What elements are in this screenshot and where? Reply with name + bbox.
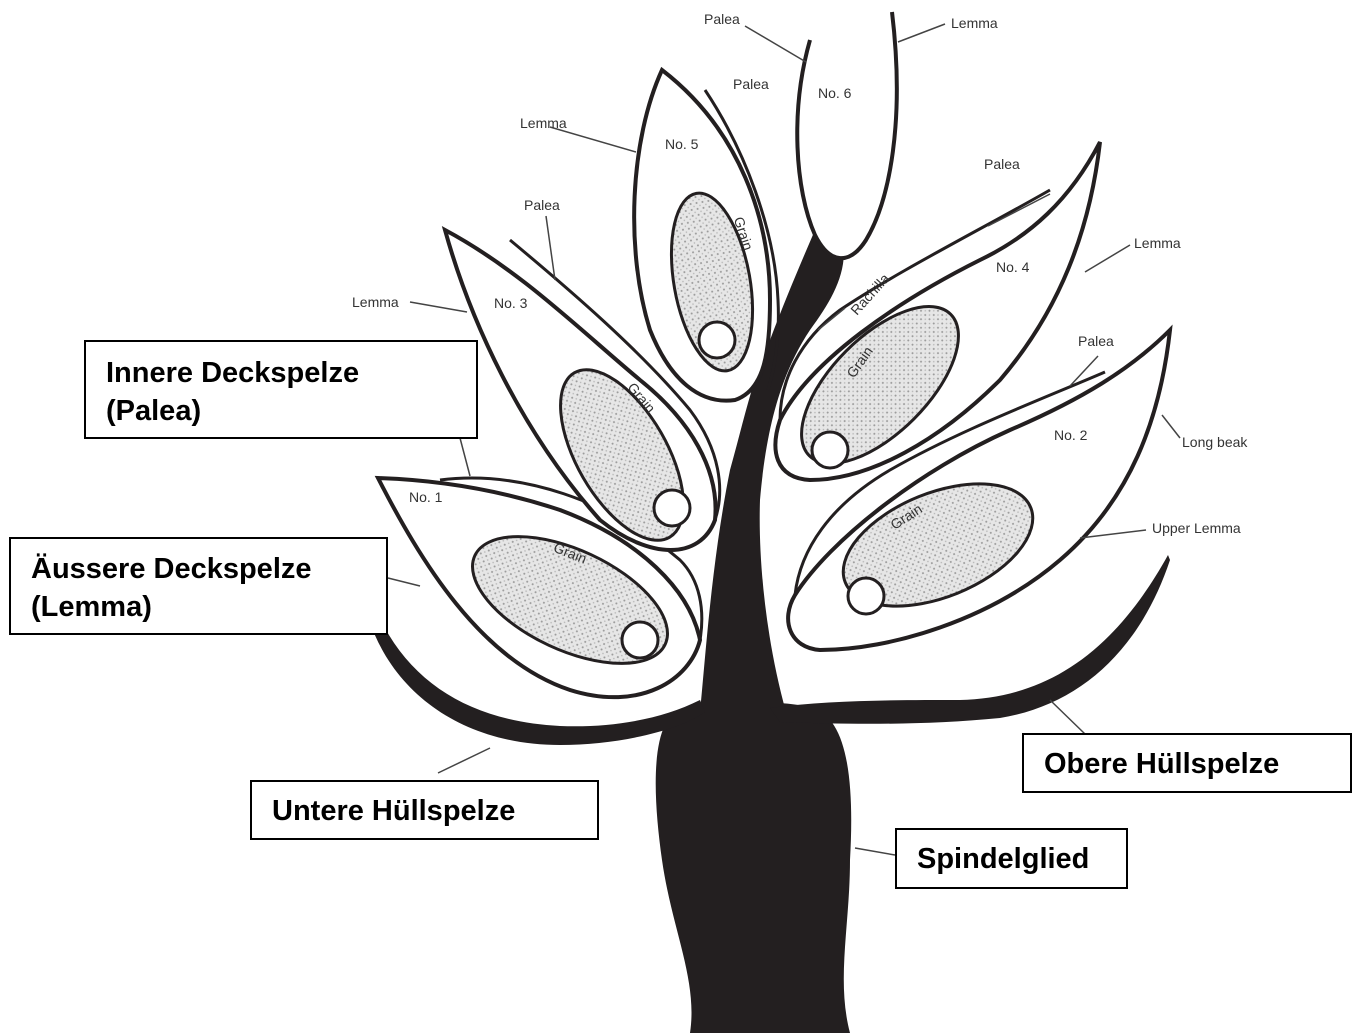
label-box-aeussere-deckspelze: Äussere Deckspelze (Lemma) bbox=[9, 537, 388, 635]
grain-3 bbox=[559, 368, 692, 542]
label-box-untere-huellspelze: Untere Hüllspelze bbox=[250, 780, 599, 840]
label-box-spindelglied: Spindelglied bbox=[895, 828, 1128, 889]
floret-6-outline bbox=[795, 11, 899, 261]
spindle-stem bbox=[655, 702, 852, 1033]
label-no5: No. 5 bbox=[665, 136, 699, 152]
label-no2: No. 2 bbox=[1054, 427, 1088, 443]
label-no6: No. 6 bbox=[818, 85, 852, 101]
grain-1 bbox=[471, 535, 669, 665]
label-lemma-5: Lemma bbox=[520, 115, 567, 131]
label-lemma-4: Lemma bbox=[1134, 235, 1181, 251]
label-box-innere-deckspelze: Innere Deckspelze (Palea) bbox=[84, 340, 478, 439]
floret-3-palea bbox=[509, 238, 722, 521]
label-no3: No. 3 bbox=[494, 295, 528, 311]
floret-5-palea bbox=[703, 89, 780, 391]
label-upper-lemma: Upper Lemma bbox=[1152, 520, 1241, 536]
label-palea-4: Palea bbox=[984, 156, 1020, 172]
floret-2-palea bbox=[793, 370, 1106, 596]
label-palea-5: Palea bbox=[733, 76, 769, 92]
label-palea-top: Palea bbox=[704, 11, 740, 27]
label-lemma-top: Lemma bbox=[951, 15, 998, 31]
label-palea-2: Palea bbox=[1078, 333, 1114, 349]
lower-glume bbox=[372, 628, 705, 745]
label-no4: No. 4 bbox=[996, 259, 1030, 275]
grain-5 bbox=[669, 191, 755, 373]
grain-4 bbox=[800, 305, 960, 470]
label-long-beak: Long beak bbox=[1182, 434, 1248, 450]
floret-4-palea bbox=[778, 188, 1051, 421]
label-no1: No. 1 bbox=[409, 489, 443, 505]
rachilla-trunk bbox=[700, 150, 844, 712]
label-palea-3: Palea bbox=[524, 197, 560, 213]
label-lemma-3: Lemma bbox=[352, 294, 399, 310]
label-box-obere-huellspelze: Obere Hüllspelze bbox=[1022, 733, 1352, 793]
upper-glume bbox=[770, 555, 1170, 724]
grain-2 bbox=[841, 482, 1035, 616]
leader-lines bbox=[387, 23, 1181, 856]
